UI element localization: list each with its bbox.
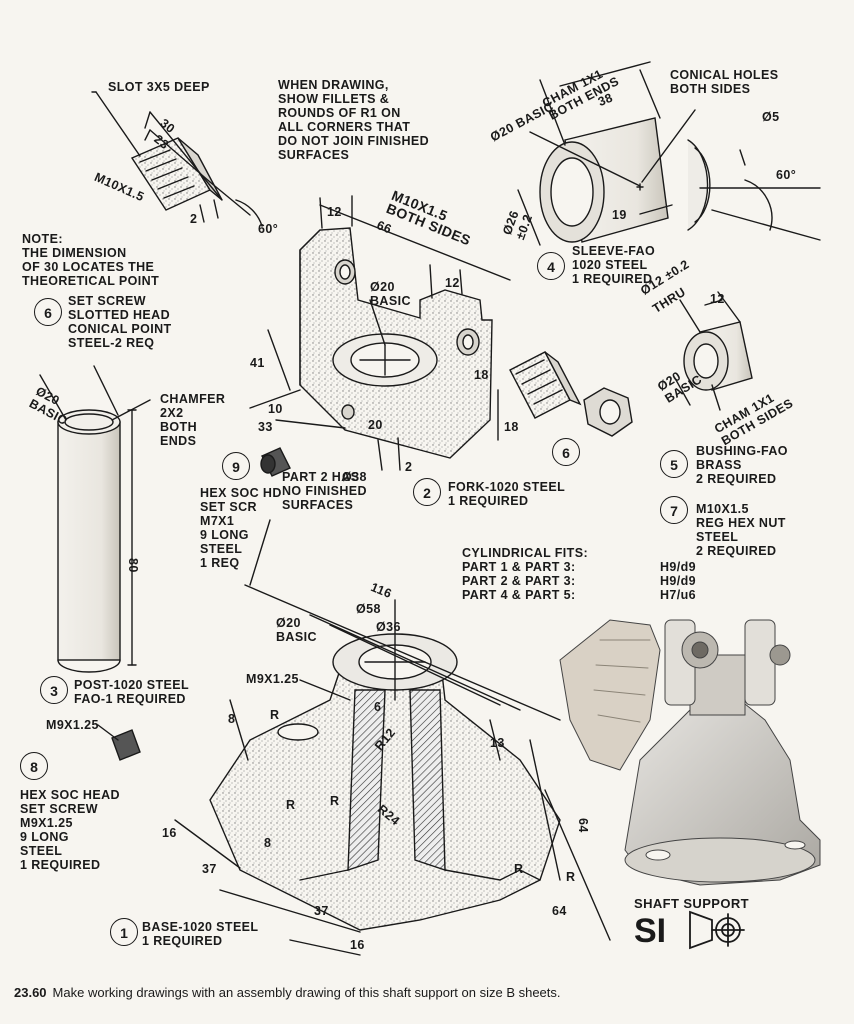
dim-6: 6	[374, 700, 382, 714]
dim-13: 13	[490, 736, 505, 750]
dim-12-fork: 12	[327, 205, 342, 219]
dim-r-b: R	[286, 798, 296, 812]
post-chamfer-note: CHAMFER 2X2 BOTH ENDS	[160, 392, 226, 448]
dim-36: Ø36	[376, 620, 401, 634]
post-part3	[39, 365, 151, 673]
base-part1	[174, 519, 611, 956]
dim-m9-screw: M9X1.25	[46, 718, 99, 732]
caption-text: Make working drawings with an assembly d…	[52, 985, 561, 1000]
set-screw-part8	[97, 724, 141, 761]
dim-60-sleeve: 60°	[776, 168, 797, 182]
dim-58: Ø58	[356, 602, 381, 616]
dim-12-bushing: 12	[710, 292, 725, 306]
dim-41: 41	[250, 356, 265, 370]
dim-r-e: R	[566, 870, 576, 884]
dim-8-a: 8	[228, 712, 236, 726]
dim-18-fork: 18	[474, 368, 489, 382]
conical-holes-note: CONICAL HOLES BOTH SIDES	[670, 68, 779, 96]
part2-description: FORK-1020 STEEL 1 REQUIRED	[448, 480, 566, 508]
theoretical-point-note: NOTE: THE DIMENSION OF 30 LOCATES THE TH…	[22, 232, 160, 288]
dim-5: Ø5	[762, 110, 780, 124]
hex-nut-part7	[583, 387, 633, 437]
assembly-photo	[559, 619, 821, 886]
part2-note: PART 2 HAS NO FINISHED SURFACES	[282, 470, 367, 512]
balloon-part2: 2	[413, 478, 441, 506]
balloon-part7: 7	[660, 496, 688, 524]
balloon-part6: 6	[34, 298, 62, 326]
part3-description: POST-1020 STEEL FAO-1 REQUIRED	[74, 678, 190, 706]
fits-table-values: H9/d9 H9/d9 H7/u6	[660, 560, 697, 602]
part5-description: BUSHING-FAO BRASS 2 REQUIRED	[696, 444, 788, 486]
sleeve-part4	[517, 61, 821, 246]
dim-64-b: 64	[552, 904, 567, 918]
dim-16-a: 16	[162, 826, 177, 840]
dim-64-a: 64	[576, 818, 590, 833]
dim-m9-base: M9X1.25	[246, 672, 299, 686]
projection-symbol	[689, 910, 745, 950]
fork-part2	[249, 195, 511, 471]
dim-18-fork-b: 18	[504, 420, 519, 434]
figure-caption: 23.60 Make working drawings with an assem…	[14, 985, 561, 1000]
dim-r-c: R	[330, 794, 340, 808]
dim-16-b: 16	[350, 938, 365, 952]
dim-20-fork: 20	[368, 418, 383, 432]
dim-37-b: 37	[314, 904, 329, 918]
dim-60-screw: 60°	[258, 222, 279, 236]
set-screw-part6	[91, 91, 263, 227]
caption-number: 23.60	[14, 985, 47, 1000]
dim-33: 33	[258, 420, 273, 434]
dim-20-basic-fork: Ø20 BASIC	[370, 280, 411, 308]
balloon-part1: 1	[110, 918, 138, 946]
dim-8-b: 8	[264, 836, 272, 850]
part9-description: HEX SOC HD SET SCR M7X1 9 LONG STEEL 1 R…	[200, 486, 282, 570]
dim-10: 10	[268, 402, 283, 416]
bushing-part5	[675, 291, 753, 411]
dim-12-fork-b: 12	[445, 276, 460, 290]
dim-2-fork: 2	[405, 460, 413, 474]
fits-table-labels: CYLINDRICAL FITS: PART 1 & PART 3: PART …	[462, 546, 589, 602]
part8-description: HEX SOC HEAD SET SCREW M9X1.25 9 LONG ST…	[20, 788, 120, 872]
dim-38-fork: Ø38	[342, 470, 367, 484]
set-screw-middle	[509, 351, 582, 419]
dim-r-d: R	[514, 862, 524, 876]
dim-2: 2	[190, 212, 198, 226]
dim-80: 80	[126, 558, 140, 573]
part4-description: SLEEVE-FAO 1020 STEEL 1 REQUIRED	[572, 244, 656, 286]
balloon-part9: 9	[222, 452, 250, 480]
balloon-part4: 4	[537, 252, 565, 280]
balloon-part3: 3	[40, 676, 68, 704]
slot-note: SLOT 3X5 DEEP	[108, 80, 210, 94]
dim-20-basic-base: Ø20 BASIC	[276, 616, 317, 644]
dim-37-a: 37	[202, 862, 217, 876]
part7-description: M10X1.5 REG HEX NUT STEEL 2 REQUIRED	[696, 502, 786, 558]
set-screw-part9	[260, 447, 291, 477]
part6-description: SET SCREW SLOTTED HEAD CONICAL POINT STE…	[68, 294, 172, 350]
si-symbol-label: SI	[634, 912, 667, 950]
balloon-part6-assembly: 6	[552, 438, 580, 466]
dim-r-a: R	[270, 708, 280, 722]
part1-description: BASE-1020 STEEL 1 REQUIRED	[142, 920, 259, 948]
title-block-label: SHAFT SUPPORT	[634, 896, 749, 911]
balloon-part5: 5	[660, 450, 688, 478]
dim-19: 19	[612, 208, 627, 222]
balloon-part8: 8	[20, 752, 48, 780]
drawing-note: WHEN DRAWING, SHOW FILLETS & ROUNDS OF R…	[278, 78, 430, 162]
